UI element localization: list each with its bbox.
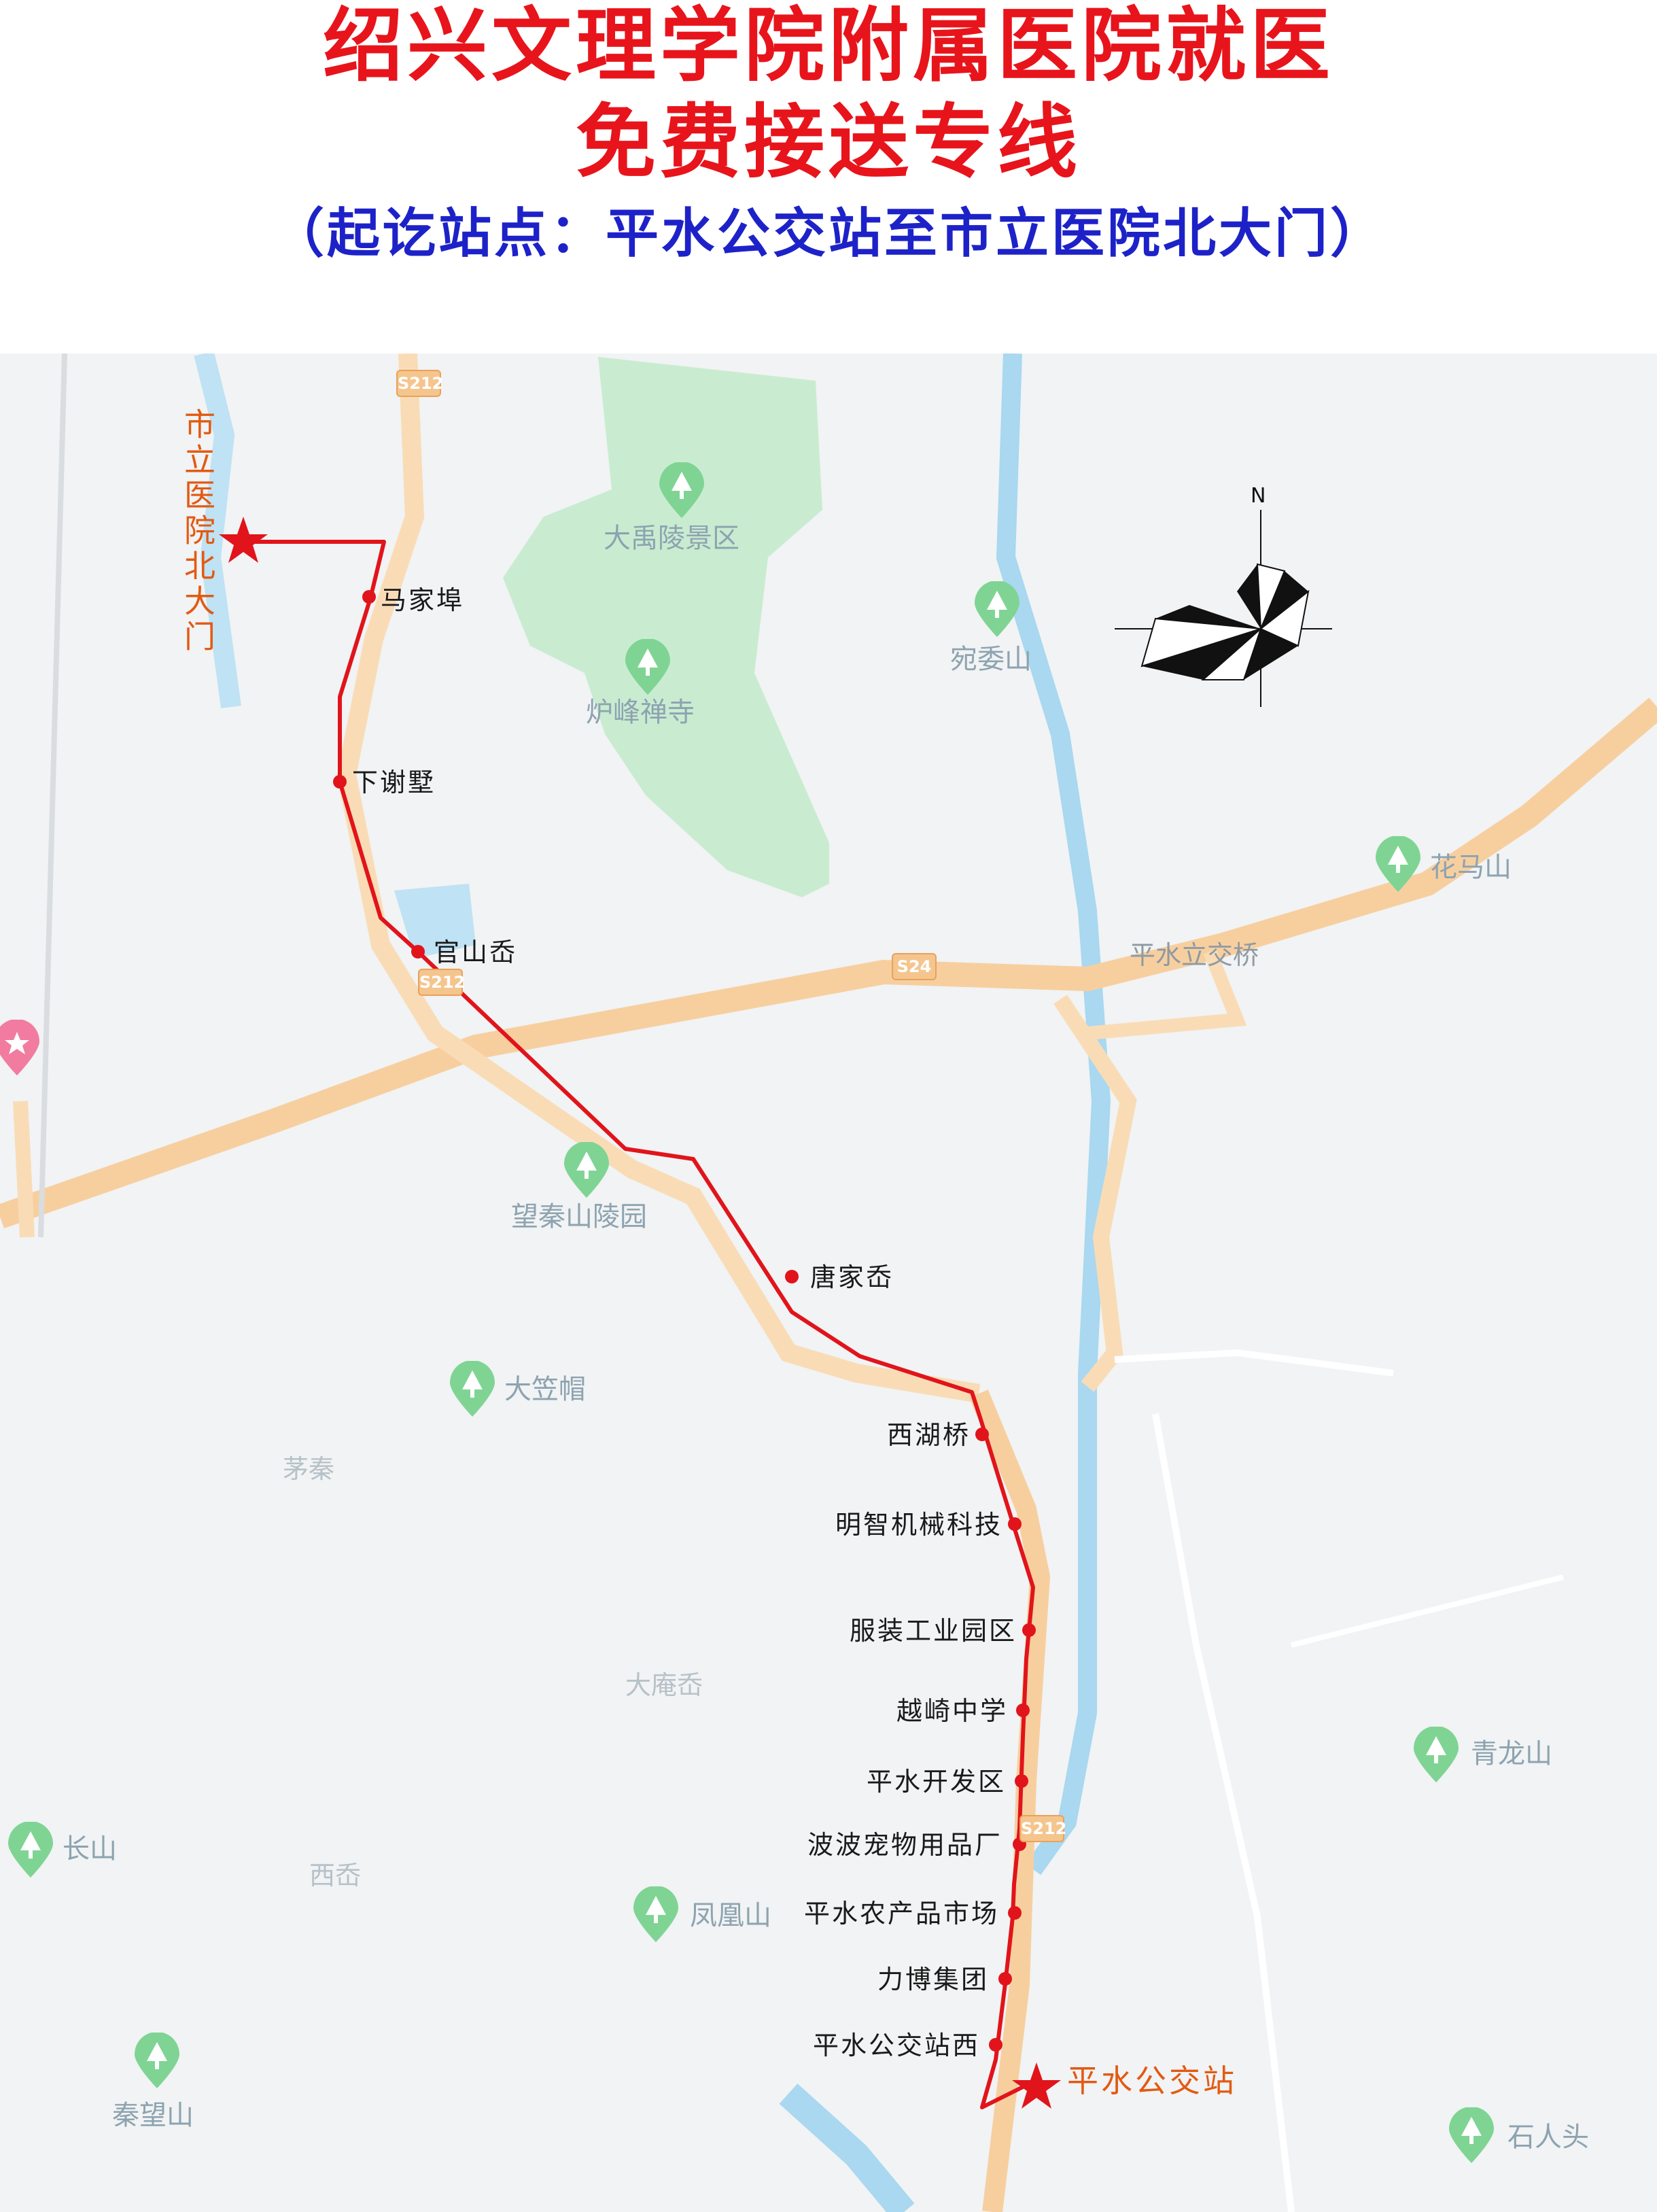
tree-pin-icon (625, 639, 670, 695)
stop-label: 明智机械科技 (835, 1510, 1002, 1540)
road-minor-1 (1114, 1349, 1394, 1377)
stop-dot-7 (1022, 1623, 1036, 1637)
page-title-line-1: 绍兴文理学院附属医院就医 (322, 0, 1334, 92)
hospital-pin-icon (0, 1020, 39, 1075)
tree-pin-icon (564, 1142, 609, 1198)
stop-label: 下谢墅 (352, 767, 436, 797)
star-icon (1012, 2062, 1061, 2109)
road-minor-2 (1152, 1413, 1295, 2212)
stop-dot-9 (1015, 1774, 1028, 1788)
stop-label: 波波宠物用品厂 (807, 1830, 1002, 1860)
stop-label: 平水开发区 (866, 1767, 1006, 1797)
stop-label: 服装工业园区 (849, 1616, 1017, 1646)
stop-label: 官山岙 (434, 937, 518, 967)
header: 绍兴文理学院附属医院就医 免费接送专线 （起讫站点：平水公交站至市立医院北大门） (0, 0, 1657, 353)
poi-label: 望秦山陵园 (511, 1201, 647, 1232)
stop-dot-8 (1016, 1704, 1030, 1717)
page-subtitle: （起讫站点：平水公交站至市立医院北大门） (271, 203, 1386, 264)
road-shield: S212 (418, 969, 465, 996)
tree-pin-icon (135, 2033, 179, 2088)
tree-pin-icon (450, 1361, 495, 1417)
stop-dot-1 (362, 590, 376, 604)
road-shield: S24 (892, 953, 937, 980)
star-icon (219, 517, 268, 563)
stop-label: 平水公交站西 (812, 2030, 980, 2060)
river-west (194, 353, 241, 709)
place-label: 大庵岙 (625, 1670, 703, 1700)
scenic-area (503, 357, 829, 897)
stop-label: 平水农产品市场 (803, 1899, 999, 1929)
place-label: 西岙 (309, 1861, 362, 1890)
poi-label: 宛委山 (950, 644, 1032, 675)
poi-label: 花马山 (1430, 852, 1512, 883)
poi-label: 炉峰禅寺 (586, 697, 695, 728)
map-base (0, 353, 1657, 2212)
poi-label: 秦望山 (112, 2100, 194, 2131)
stop-label: 西湖桥 (886, 1420, 971, 1450)
road-s212-south (969, 1389, 1051, 2212)
terminus-start-label: 平水公交站 (1067, 2062, 1237, 2099)
road-east-loop (1053, 995, 1137, 1392)
river-east (996, 353, 1111, 1876)
poi-label: 青龙山 (1471, 1738, 1552, 1769)
road-shield: S212 (396, 370, 443, 397)
tree-pin-icon (1414, 1727, 1459, 1782)
terminus-end-label: 市立医院北大门 (179, 408, 216, 655)
road-shield: S212 (1019, 1815, 1066, 1842)
stop-dot-11 (1008, 1906, 1022, 1920)
tree-pin-icon (1376, 836, 1420, 892)
stop-dot-3 (411, 945, 425, 958)
tree-pin-icon (8, 1822, 53, 1878)
stop-dot-12 (998, 1972, 1012, 1986)
poi-label: 凤凰山 (690, 1900, 771, 1931)
stop-dot-13 (989, 2038, 1002, 2052)
stop-dot-6 (1008, 1517, 1022, 1531)
compass-north-label: N (1251, 484, 1266, 508)
tree-pin-icon (659, 462, 704, 518)
tree-pin-icon (633, 1886, 678, 1942)
road-s24 (0, 697, 1657, 1228)
route-map: S212 S24 S212 S212 大禹陵景区 炉峰禅寺 宛委山 花马山 望秦… (0, 353, 1657, 2212)
tree-pin-icon (975, 581, 1019, 637)
railway (38, 353, 67, 1238)
compass-rose-icon (1115, 510, 1332, 707)
road-minor-3 (1291, 1574, 1564, 1648)
poi-label: 大笠帽 (504, 1374, 586, 1405)
river-south (779, 2084, 915, 2212)
road-interchange (1087, 949, 1247, 1040)
page-title-line-2: 免费接送专线 (575, 94, 1081, 189)
tree-pin-icon (1449, 2107, 1494, 2163)
road-s212-north (336, 353, 981, 1403)
poi-label: 长山 (63, 1833, 117, 1865)
stop-dot-4 (785, 1270, 799, 1283)
poi-label: 石人头 (1507, 2122, 1589, 2153)
stop-dots (333, 590, 1036, 2052)
stop-label: 越崎中学 (896, 1696, 1008, 1726)
place-label: 茅秦 (283, 1454, 335, 1484)
pond (394, 884, 476, 958)
stop-label: 力博集团 (877, 1965, 989, 1994)
stop-label: 马家埠 (381, 585, 465, 615)
stop-dot-2 (333, 775, 347, 789)
stop-dot-5 (975, 1428, 989, 1441)
poi-label: 大禹陵景区 (604, 523, 739, 554)
bus-route-line (245, 540, 1038, 2109)
road-west (13, 1101, 35, 1238)
road-label: 平水立交桥 (1130, 940, 1259, 970)
stop-label: 唐家岙 (810, 1262, 894, 1292)
